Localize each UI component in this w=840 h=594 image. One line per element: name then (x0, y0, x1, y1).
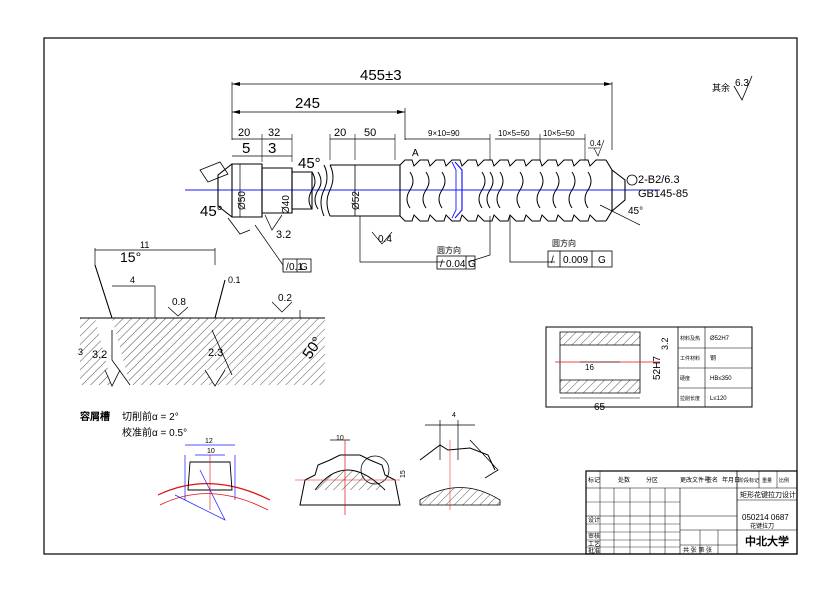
tol2-symbol: / (440, 259, 443, 270)
right-angle: 45° (628, 206, 643, 217)
tooth-dim-4: 4 (130, 275, 135, 285)
sv1-dim-12: 12 (205, 438, 213, 445)
dim-3: 3 (268, 140, 276, 157)
small-view-2: 10 (295, 435, 401, 515)
tol2-value: 0.04 (446, 259, 466, 270)
tooth-angle-15: 15° (120, 249, 141, 265)
tol2-label: 圆方向 (437, 245, 461, 255)
tb-row-0: 设计 (588, 516, 600, 524)
dim-10x5a: 10×5=50 (498, 129, 530, 138)
dim-50: 50 (364, 127, 376, 139)
rough-04-mid: 0.4 (378, 234, 392, 245)
bush-table-r4c1: 拉削长度 (680, 395, 700, 402)
small-view-1: 12 10 (157, 438, 271, 521)
tolerance-frame-3: 圆方向 / 0.009 G (547, 238, 613, 268)
dia-40: Ø40 (281, 195, 292, 214)
tol2-datum: G (468, 259, 476, 270)
rake-angle-note: 容屑槽 切削前α = 2° 校准前α = 0.5° (79, 410, 187, 439)
tb-school: 中北大学 (745, 534, 789, 548)
bush-table-r1c1: 材料及热 (680, 335, 700, 342)
dia-52: Ø52 (351, 191, 362, 210)
center-angle: 45° (298, 155, 321, 172)
center-hole-std: GB145-85 (638, 188, 688, 200)
rough-04-right: 0.4 (590, 139, 602, 148)
sv3-dim-4: 4 (452, 412, 456, 419)
tooth-r08: 0.8 (172, 297, 186, 308)
tb-header-1: 处数 (618, 476, 630, 484)
bush-detail: 16 52H7 3.2 65 材料及热 Ø52H7 工件材料 钢 硬度 HB≤3… (545, 326, 753, 413)
tb-row-3: 批准 (588, 547, 600, 555)
tb-header-4: 签名 (706, 476, 718, 484)
tooth-r01: 0.1 (228, 275, 241, 285)
bush-table-r2c1: 工件材料 (680, 355, 700, 362)
sv1-dim-10: 10 (207, 448, 215, 455)
tb-header-0: 标记 (588, 476, 600, 484)
bush-rough: 3.2 (660, 337, 670, 350)
tol3-value: 0.009 (563, 255, 588, 266)
bush-table-r3c2: HB≤350 (710, 376, 732, 382)
small-view-3: 4 15 (400, 412, 501, 510)
dim-20b: 20 (334, 127, 346, 139)
bush-dim-52: 52H7 (652, 356, 663, 380)
note-line2: 校准前α = 0.5° (122, 426, 187, 439)
dim-32: 32 (268, 127, 280, 139)
tol3-label: 圆方向 (552, 238, 576, 248)
tb-header-2: 分区 (646, 476, 658, 484)
tb-part-name: 矩形花键拉刀设计 (740, 490, 796, 499)
tol3-symbol: / (551, 255, 554, 266)
bush-dim-16: 16 (585, 363, 594, 372)
left-angle: 45° (200, 203, 223, 220)
dim-20a: 20 (238, 127, 250, 139)
overall-length: 455±3 (360, 67, 402, 84)
tooth-r02: 0.2 (278, 293, 292, 304)
tb-scale: 比例 (779, 477, 789, 484)
sv3-dim-15: 15 (400, 470, 407, 478)
tooth-profile-detail: 11 15° 4 0.1 0.8 0.2 3 3.2 2.3 50° (78, 240, 326, 387)
rest-rough-value: 6.3 (735, 78, 749, 89)
rest-rough-label: 其余 (712, 82, 730, 93)
tol1-symbol: / (286, 262, 289, 273)
tb-weight: 重量 (762, 477, 772, 484)
dia-50: Ø50 (237, 191, 248, 210)
dim-5: 5 (242, 140, 250, 157)
tolerance-frame-1: / 0.1 G (282, 258, 312, 273)
note-line1: 切削前α = 2° (122, 410, 179, 423)
tol3-datum: G (598, 255, 606, 266)
bush-table-r1c2: Ø52H7 (710, 336, 730, 342)
tol1-value: 0.1 (289, 262, 303, 273)
sv2-dim-10: 10 (336, 435, 344, 442)
tb-row-2: 工艺 (588, 540, 600, 548)
title-block: 标记 处数 分区 更改文件号 签名 年月日 阶段标记 重量 比例 矩形花键拉刀设… (585, 470, 798, 555)
bush-table-r4c2: L≤120 (710, 396, 727, 402)
center-hole-note: 2-B2/6.3 (638, 174, 680, 186)
tb-header-3: 更改文件号 (680, 476, 710, 484)
note-title: 容屑槽 (79, 410, 110, 423)
broach-main-view: 455±3 245 20 32 5 3 20 50 9×10=90 10×5=5… (185, 67, 753, 270)
tb-row-1: 审核 (588, 532, 600, 540)
dim-10x5b: 10×5=50 (543, 129, 575, 138)
bush-table-r3c1: 硬度 (680, 375, 690, 382)
tb-sub-name: 花键拉刀 (750, 522, 774, 530)
rough-32: 3.2 (276, 229, 291, 241)
tb-header-5: 年月日 (722, 476, 740, 484)
bush-dim-65: 65 (594, 402, 606, 413)
section-a-label: A (412, 148, 419, 159)
tol1-datum: G (300, 262, 308, 273)
broach-teeth (399, 159, 606, 222)
tooth-rough-32: 3.2 (92, 349, 107, 361)
left-length: 245 (295, 95, 320, 112)
tooth-dim-3: 3 (78, 347, 83, 357)
tb-drawing-no: 050214 0687 (742, 513, 789, 522)
dim-9x10: 9×10=90 (428, 129, 460, 138)
bush-table-r2c2: 钢 (710, 354, 716, 362)
tb-sheet: 共 张 第 张 (683, 546, 712, 554)
tooth-rough-23: 2.3 (208, 347, 223, 359)
tolerance-frame-2: 圆方向 / 0.04 G (436, 245, 476, 270)
tb-stage: 阶段标记 (739, 477, 759, 484)
tooth-dim-11: 11 (140, 240, 149, 250)
drawing-border (43, 37, 798, 555)
